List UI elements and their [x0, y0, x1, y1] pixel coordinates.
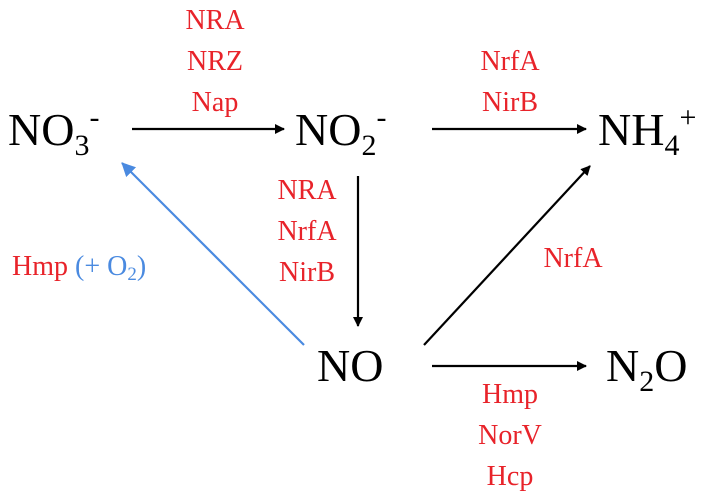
nitrate-node: NO3-	[8, 103, 99, 161]
nitric-oxide-text: NO	[317, 340, 384, 391]
enzyme-label: NrfA	[543, 243, 603, 274]
arrow-no-to-nitrate	[121, 162, 305, 346]
oxygen-condition-open: (+ O	[75, 251, 128, 282]
nitrous-oxide-pre: N	[606, 340, 640, 391]
oxygen-condition-close: )	[136, 251, 147, 282]
nitrous-oxide-node: N2O	[606, 340, 688, 397]
enzyme-label: Hcp	[486, 461, 534, 492]
enzymes-no-to-ammonium: NrfA	[528, 238, 618, 279]
nitrite-sup: -	[376, 101, 387, 134]
enzymes-nitrate-to-nitrite: NRA NRZ Nap	[170, 0, 260, 123]
enzyme-label: NirB	[482, 87, 538, 118]
enzymes-no-to-nitrate: Hmp (+ O2)	[12, 246, 146, 287]
enzyme-label: NirB	[279, 257, 335, 288]
ammonium-sub: 4	[664, 129, 680, 162]
enzymes-no-to-n2o: Hmp NorV Hcp	[458, 374, 562, 497]
nitrite-sub: 2	[361, 129, 377, 162]
enzyme-label: NRA	[277, 175, 337, 206]
enzyme-label: Hmp	[12, 251, 68, 282]
hmp-oxygen-label: Hmp (+ O2)	[12, 246, 146, 287]
nitric-oxide-node: NO	[317, 343, 383, 389]
enzyme-label: Nap	[191, 87, 239, 118]
nitrite-base: NO	[295, 104, 362, 155]
oxygen-condition: (+ O2)	[75, 251, 147, 285]
enzymes-nitrite-to-no: NRA NrfA NirB	[262, 170, 352, 293]
nitrous-oxide-post: O	[654, 340, 688, 391]
enzyme-label: NrfA	[480, 46, 540, 77]
ammonium-node: NH4+	[598, 103, 696, 161]
nitrate-sup: -	[89, 101, 100, 134]
enzyme-label: NRZ	[187, 46, 243, 77]
nitrate-sub: 3	[74, 129, 90, 162]
oxygen-condition-sub: 2	[127, 264, 137, 285]
enzyme-label: NrfA	[277, 216, 337, 247]
nitrous-oxide-sub: 2	[639, 365, 655, 398]
ammonium-sup: +	[679, 101, 697, 134]
enzymes-nitrite-to-ammonium: NrfA NirB	[460, 41, 560, 123]
enzyme-label: Hmp	[482, 379, 538, 410]
arrow-no-to-ammonium	[423, 165, 591, 346]
ammonium-base: NH	[598, 104, 665, 155]
enzyme-label: NRA	[185, 5, 245, 36]
nitrate-base: NO	[8, 104, 75, 155]
nitrite-node: NO2-	[295, 103, 386, 161]
enzyme-label: NorV	[478, 420, 542, 451]
